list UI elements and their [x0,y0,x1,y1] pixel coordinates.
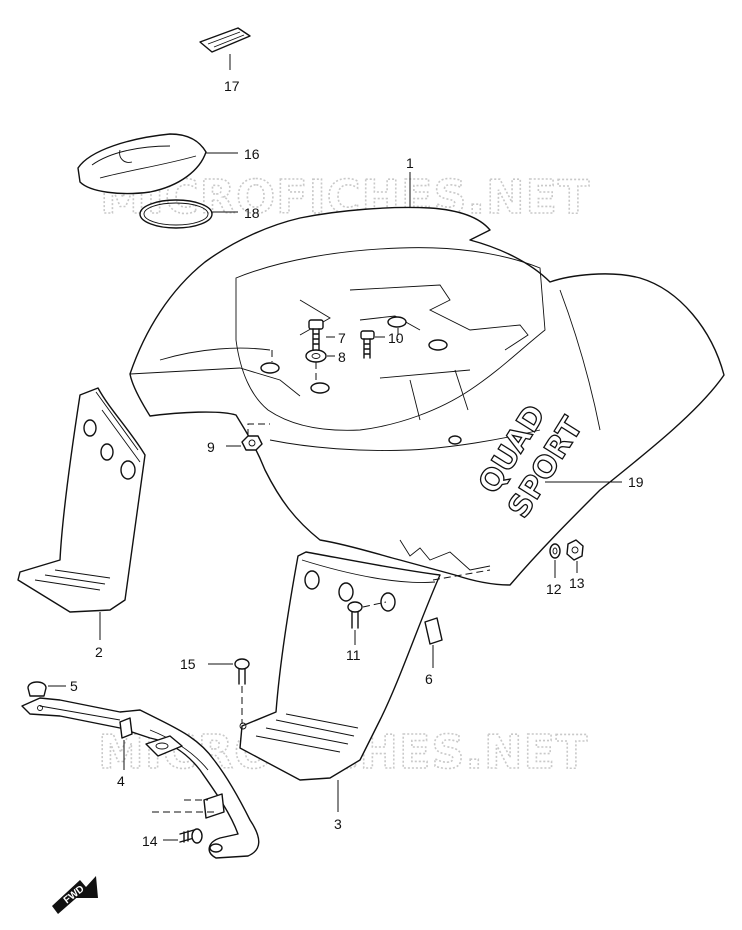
callout-12: 12 [546,581,562,597]
callout-10: 10 [388,330,404,346]
callout-13: 13 [569,575,585,591]
callout-19: 19 [628,474,644,490]
part-5-grommet [27,681,66,697]
part-4-bracket [21,697,260,859]
callout-5: 5 [70,678,78,694]
part-12-washer [549,543,561,578]
callout-9: 9 [207,439,215,455]
callout-17: 17 [224,78,240,94]
part-16-cover [77,133,238,195]
part-7-bolt [308,319,335,351]
part-2-left-mud-flap [17,387,146,640]
part-1-rear-fender [129,172,725,586]
callout-4: 4 [117,773,125,789]
callout-16: 16 [244,146,260,162]
part-18-band [139,199,238,229]
part-3-right-mud-flap [239,551,491,812]
callout-6: 6 [425,671,433,687]
callout-7: 7 [338,330,346,346]
part-13-nut [566,539,584,573]
part-6-clip [424,617,443,668]
part-17-tag [199,27,251,70]
part-10-bolt [360,328,399,359]
callout-8: 8 [338,349,346,365]
part-11-screw [347,601,387,645]
callout-3: 3 [334,816,342,832]
part-14-bolt [163,828,203,844]
callout-11: 11 [346,647,361,663]
part-8-washer [271,349,335,380]
part-9-nut [226,423,270,451]
callout-14: 14 [142,833,158,849]
callout-18: 18 [244,205,260,221]
fwd-direction-badge: FWD [52,876,98,914]
callout-2: 2 [95,644,103,660]
callout-1: 1 [406,155,414,171]
part-15-screw [208,658,250,724]
callout-15: 15 [180,656,196,672]
